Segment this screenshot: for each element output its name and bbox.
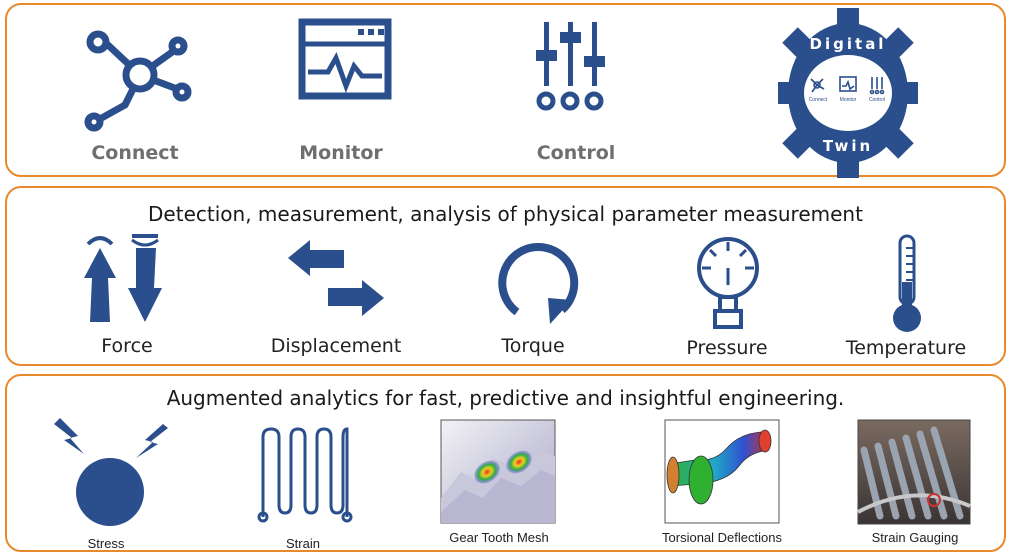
control-label: Control [536, 142, 616, 164]
temperature-icon [893, 234, 921, 332]
force-icon [84, 234, 162, 322]
gear-bottom-text: Twin [823, 137, 873, 155]
gear-mini-monitor: Monitor [840, 97, 857, 103]
measurement-heading: Detection, measurement, analysis of phys… [148, 202, 863, 226]
strain-label: Strain [286, 536, 320, 551]
connect-label: Connect [91, 142, 179, 164]
displacement-icon [288, 240, 384, 316]
torsional-deflections-label: Torsional Deflections [662, 530, 782, 545]
gear-top-text: Digital [810, 35, 887, 53]
temperature-label: Temperature [845, 337, 967, 359]
digital-twin-gear-icon: Digital Twin Connect Monitor Control [778, 8, 918, 178]
pressure-icon [697, 237, 759, 329]
strain-gauging-image [857, 419, 971, 525]
monitor-icon [298, 18, 392, 100]
pressure-label: Pressure [686, 337, 768, 359]
stress-label: Stress [87, 536, 125, 551]
gear-mini-connect: Connect [809, 97, 828, 103]
displacement-label: Displacement [270, 335, 402, 357]
monitor-label: Monitor [299, 142, 383, 164]
force-label: Force [101, 335, 153, 357]
analytics-heading: Augmented analytics for fast, predictive… [166, 386, 845, 410]
connect-icon [84, 30, 192, 132]
control-icon [536, 22, 605, 111]
stress-icon [54, 418, 168, 526]
gear-tooth-mesh-label: Gear Tooth Mesh [449, 530, 549, 545]
torsional-deflections-image [664, 419, 780, 524]
gear-mini-control: Control [869, 97, 885, 103]
torque-label: Torque [501, 335, 565, 357]
strain-gauging-label: Strain Gauging [871, 530, 959, 545]
torque-icon [498, 242, 579, 324]
gear-tooth-mesh-image [440, 419, 556, 524]
strain-icon [257, 427, 353, 523]
